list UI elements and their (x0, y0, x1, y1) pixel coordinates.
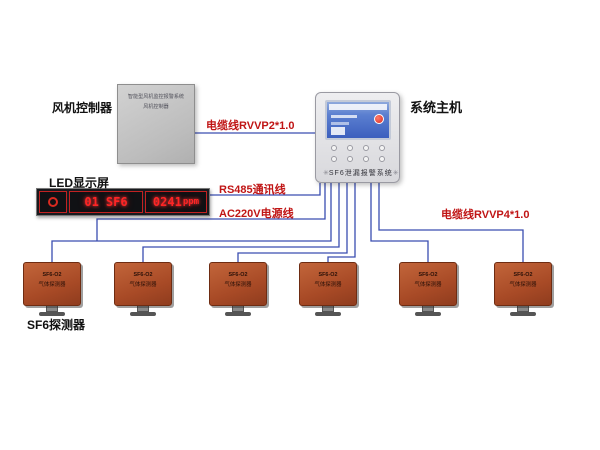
detector-model-text: SF6-O2 (42, 272, 62, 278)
detector-model-text: SF6-O2 (133, 272, 153, 278)
cable-label-rvvp4: 电缆线RVVP4*1.0 (441, 209, 530, 221)
led-display-label: LED显示屏 (49, 176, 110, 190)
sf6-detector-body: SF6-O2 气体探测器 (114, 262, 172, 306)
sf6-detector-unit: SF6-O2 气体探测器 (399, 262, 457, 316)
fan-controller-label: 风机控制器 (52, 101, 113, 115)
cable-label-ac220v: AC220V电源线 (219, 208, 294, 220)
led-ring-icon (48, 197, 58, 207)
screen-header-bar (328, 104, 387, 110)
sf6-detector-unit: SF6-O2 气体探测器 (494, 262, 552, 316)
fan-controller-box: 智能型风机监控报警系统 风机控制器 (117, 84, 195, 164)
screen-content-line (330, 122, 349, 125)
led-display-panel: 01 SF6 0241 ppm (36, 188, 210, 216)
detector-model-text: SF6-O2 (318, 272, 338, 278)
sf6-detector-body: SF6-O2 气体探测器 (494, 262, 552, 306)
led-reading-segment: 0241 ppm (145, 191, 207, 213)
host-button (330, 145, 337, 151)
sf6-detector-unit: SF6-O2 气体探测器 (209, 262, 267, 316)
detector-stand-base (510, 312, 536, 316)
sf6-detector-unit: SF6-O2 气体探测器 (114, 262, 172, 316)
detector-stand-neck (137, 306, 149, 312)
detector-stand-neck (232, 306, 244, 312)
detector-type-text: 气体探测器 (414, 282, 442, 288)
detector-type-text: 气体探测器 (224, 282, 252, 288)
detector-stand-base (415, 312, 441, 316)
cable-detector-4-line (327, 183, 356, 262)
led-gas-name: SF6 (105, 195, 128, 209)
sf6-detector-body: SF6-O2 气体探测器 (299, 262, 357, 306)
led-reading-value: 0241 (152, 195, 182, 209)
host-button (346, 145, 353, 151)
cable-detector-6-line (378, 183, 524, 262)
host-button-row (316, 156, 399, 162)
sf6-detector-label: SF6探测器 (27, 318, 86, 332)
host-button (330, 156, 337, 162)
cable-detector-3-line (237, 183, 348, 262)
detector-stand-base (130, 312, 156, 316)
detector-model-text: SF6-O2 (228, 272, 248, 278)
cable-detector-5-line (370, 183, 429, 262)
screen-content-line (330, 115, 357, 118)
sf6-detector-unit: SF6-O2 气体探测器 (299, 262, 357, 316)
cable-detector-2-line (142, 183, 340, 262)
host-button (362, 145, 369, 151)
fan-box-text-line1: 智能型风机监控报警系统 (127, 94, 185, 100)
led-channel-value: 01 (84, 195, 99, 209)
detector-type-text: 气体探测器 (129, 282, 157, 288)
detector-type-text: 气体探测器 (509, 282, 537, 288)
detector-model-text: SF6-O2 (513, 272, 533, 278)
detector-stand-base (225, 312, 251, 316)
host-button (378, 145, 385, 151)
detector-stand-neck (517, 306, 529, 312)
screen-content-box (330, 127, 345, 135)
cable-label-rvvp2: 电缆线RVVP2*1.0 (206, 120, 295, 132)
sf6-detector-body: SF6-O2 气体探测器 (209, 262, 267, 306)
detector-stand-neck (422, 306, 434, 312)
sf6-detector-body: SF6-O2 气体探测器 (399, 262, 457, 306)
led-reading-unit: ppm (182, 197, 200, 207)
system-host-label: 系统主机 (410, 100, 463, 115)
screen-indicator-dot (373, 114, 384, 124)
detector-type-text: 气体探测器 (314, 282, 342, 288)
host-lcd-screen (324, 100, 391, 140)
asterisk-icon: ✳ (392, 170, 399, 177)
cable-ac220v-line (96, 183, 326, 241)
host-button (346, 156, 353, 162)
cable-detector-1-line (51, 183, 332, 262)
sf6-detector-body: SF6-O2 气体探测器 (23, 262, 81, 306)
cable-label-rs485: RS485通讯线 (219, 184, 286, 196)
led-logo-segment (39, 191, 67, 213)
cable-rs485-line (210, 183, 321, 196)
detector-stand-neck (322, 306, 334, 312)
detector-stand-base (315, 312, 341, 316)
asterisk-icon: ✳ (323, 170, 329, 177)
detector-type-text: 气体探测器 (38, 282, 66, 288)
host-system-title: SF6泄漏报警系统 (328, 170, 393, 177)
host-button (362, 156, 369, 162)
host-button-row (316, 145, 399, 151)
detector-stand-neck (46, 306, 58, 312)
detector-model-text: SF6-O2 (418, 272, 438, 278)
led-channel-segment: 01 SF6 (69, 191, 143, 213)
detector-stand-base (39, 312, 65, 316)
fan-box-text-line2: 风机控制器 (143, 104, 169, 110)
sf6-detector-unit: SF6-O2 气体探测器 (23, 262, 81, 316)
host-button (378, 156, 385, 162)
system-host-device: ✳ SF6泄漏报警系统 ✳ (315, 92, 400, 183)
host-footer: ✳ SF6泄漏报警系统 ✳ (316, 168, 399, 178)
